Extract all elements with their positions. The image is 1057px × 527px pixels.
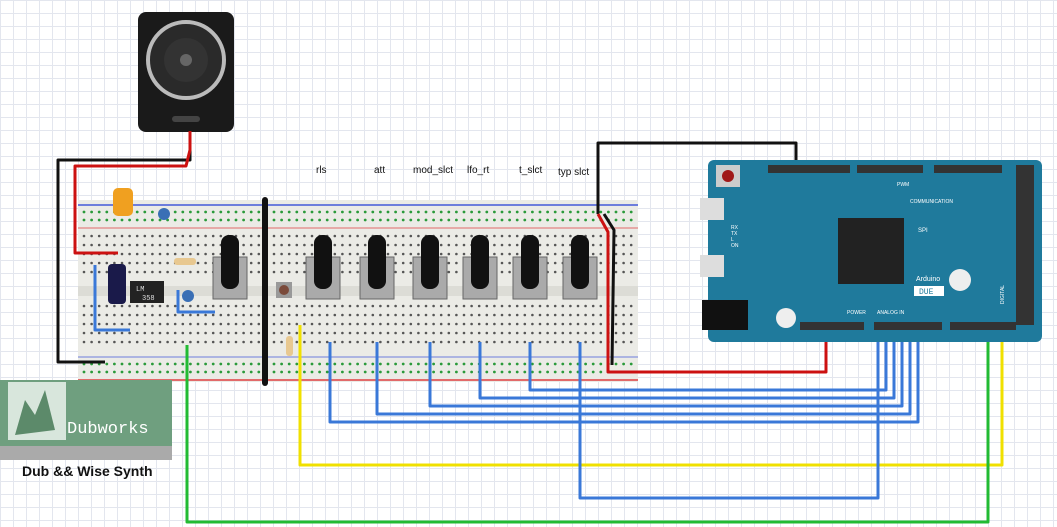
wire-speaker-signal bbox=[73, 131, 192, 255]
led-tx: TX bbox=[731, 231, 738, 237]
wire-gnd-arduino bbox=[596, 141, 798, 214]
pot-label-rls: rls bbox=[316, 165, 327, 176]
wire-typ-a0 bbox=[578, 330, 880, 500]
dubworks-logo: Dubworks bbox=[0, 380, 172, 460]
potentiometers bbox=[212, 235, 598, 300]
lm358-chip bbox=[130, 281, 164, 303]
wire-3v3 bbox=[596, 213, 828, 374]
caption: Dub && Wise Synth bbox=[22, 463, 153, 479]
wire-mod-a3 bbox=[428, 330, 904, 408]
arduino-model: DUE bbox=[919, 288, 934, 297]
wire-tslct-a1 bbox=[528, 330, 888, 392]
header-spi: SPI bbox=[918, 228, 928, 234]
led-rx: RX bbox=[731, 225, 739, 231]
ceramic-capacitor-1 bbox=[158, 208, 170, 220]
electrolytic-capacitor bbox=[108, 264, 126, 304]
chip-label-1: LM bbox=[136, 286, 144, 294]
potentiometer-knob[interactable] bbox=[462, 235, 498, 300]
wire-green-dac0 bbox=[185, 330, 990, 524]
pot-label-t-slct: t_slct bbox=[519, 165, 543, 176]
led-l: L bbox=[731, 237, 734, 243]
header-communication: COMMUNICATION bbox=[910, 199, 953, 205]
header-analog-in: ANALOG IN bbox=[877, 310, 905, 316]
header-power: POWER bbox=[847, 310, 866, 316]
header-digital: DIGITAL bbox=[1000, 285, 1006, 304]
arduino-due: Arduino DUE PWM COMMUNICATION SPI POWER … bbox=[700, 160, 1042, 342]
wire-att-a4 bbox=[375, 330, 912, 416]
header-pwm: PWM bbox=[897, 182, 909, 188]
potentiometer-knob[interactable] bbox=[212, 235, 248, 300]
wires bbox=[56, 131, 1020, 524]
logo-text: Dubworks bbox=[67, 420, 149, 439]
resistor-1 bbox=[174, 258, 196, 265]
resistor-2 bbox=[286, 336, 293, 356]
wire-gnd-rail bbox=[602, 213, 616, 366]
pot-label-typ-slct: typ slct bbox=[558, 167, 590, 178]
arduino-brand: Arduino bbox=[916, 276, 940, 283]
potentiometer-knob[interactable] bbox=[512, 235, 548, 300]
wire-rls-a5 bbox=[328, 330, 920, 424]
potentiometer-knob[interactable] bbox=[359, 235, 395, 300]
ceramic-capacitor-2 bbox=[182, 290, 194, 302]
tantalum-capacitor bbox=[113, 188, 133, 216]
chip-label-2: 358 bbox=[142, 295, 155, 303]
speaker bbox=[138, 12, 234, 132]
potentiometer-knob[interactable] bbox=[562, 235, 598, 300]
wire-lfo-a2 bbox=[478, 330, 896, 400]
pot-label-lfo-rt: lfo_rt bbox=[467, 165, 490, 176]
pot-label-att: att bbox=[374, 165, 386, 176]
led-on: ON bbox=[731, 243, 739, 249]
pot-label-mod-slct: mod_slct bbox=[413, 165, 454, 176]
potentiometer-knob[interactable] bbox=[412, 235, 448, 300]
potentiometer-knob[interactable] bbox=[305, 235, 341, 300]
